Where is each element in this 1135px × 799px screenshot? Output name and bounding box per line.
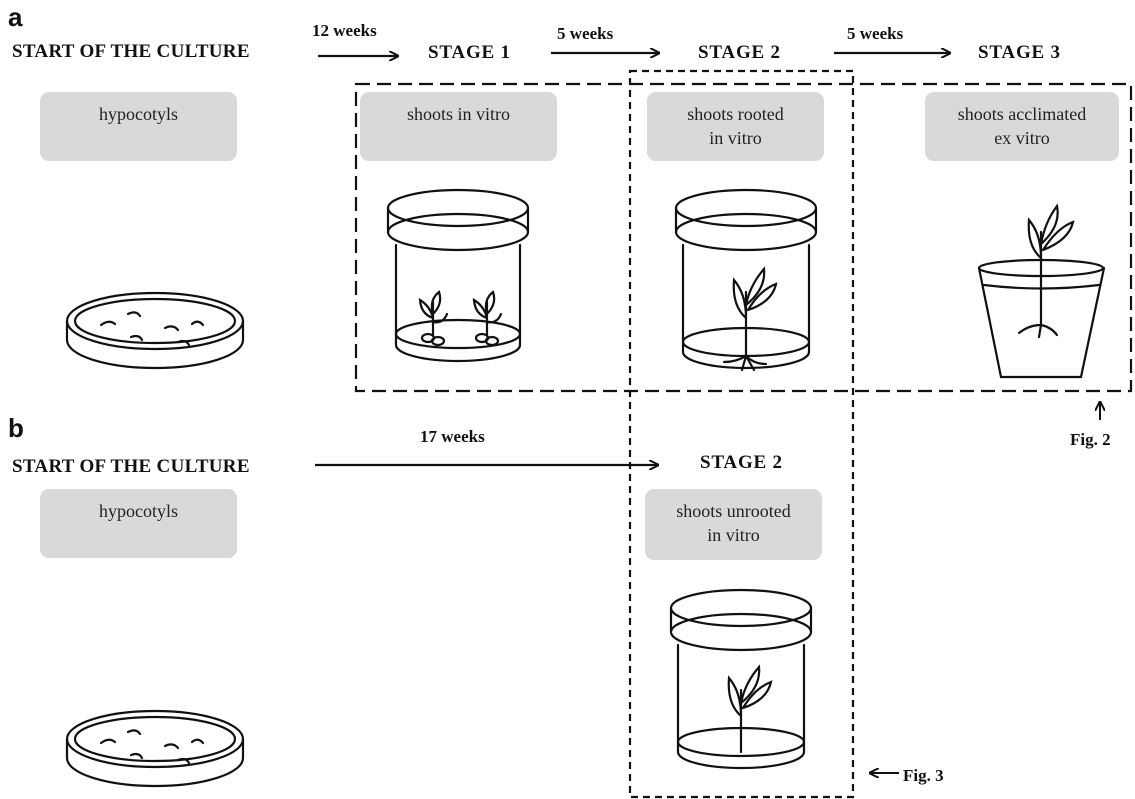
panel-b-arrow-weeks: 17 weeks: [420, 427, 485, 446]
stage-3-box: shoots acclimated ex vitro: [925, 92, 1119, 161]
panel-b-letter: b: [8, 413, 24, 443]
stage-1-box: shoots in vitro: [360, 92, 557, 161]
stage-2-title: STAGE 2: [698, 42, 781, 63]
culture-jar-rooted-shoot-icon: [674, 188, 818, 372]
stage-1-title: STAGE 1: [428, 42, 511, 63]
culture-jar-two-shoots-icon: [386, 188, 530, 363]
stage-3-title: STAGE 3: [978, 42, 1061, 63]
fig-2-label: Fig. 2: [1070, 430, 1111, 449]
fig-3-label: Fig. 3: [903, 766, 944, 785]
panel-a-start-box: hypocotyls: [40, 92, 237, 161]
panel-a-arrow2-weeks: 5 weeks: [557, 24, 614, 43]
panel-b-start-box: hypocotyls: [40, 489, 237, 558]
fig-2-dashed-frame: [354, 82, 1133, 393]
panel-b-stage-2-title: STAGE 2: [700, 452, 783, 473]
panel-a-letter: a: [8, 2, 23, 32]
stage-2-box: shoots rooted in vitro: [647, 92, 824, 161]
petri-dish-icon: [65, 709, 245, 788]
panel-b-stage-2-box: shoots unrooted in vitro: [645, 489, 822, 560]
petri-dish-icon: [65, 291, 245, 370]
potted-plant-icon: [977, 203, 1106, 379]
culture-jar-unrooted-shoot-icon: [669, 588, 813, 770]
panel-a-arrow3-weeks: 5 weeks: [847, 24, 904, 43]
panel-a-start-label: START OF THE CULTURE: [12, 41, 250, 62]
panel-a-arrow1-weeks: 12 weeks: [312, 21, 377, 40]
fig-3-dashed-frame: [628, 69, 855, 799]
panel-b-start-label: START OF THE CULTURE: [12, 456, 250, 477]
